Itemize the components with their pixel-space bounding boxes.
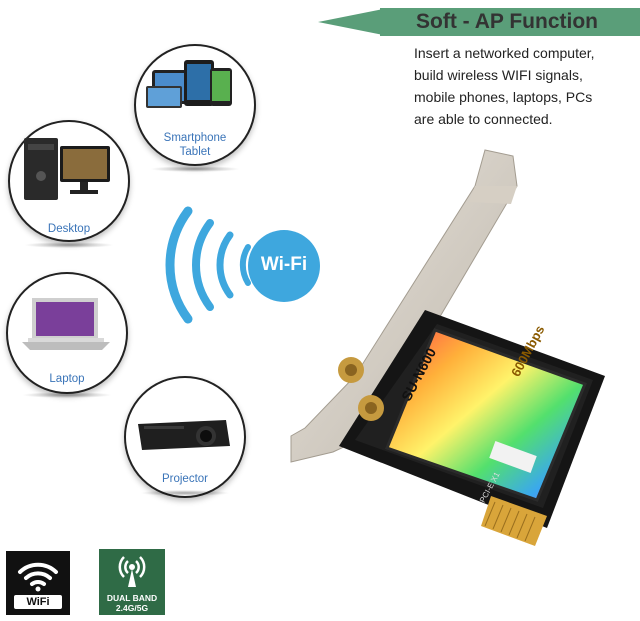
device-label: Desktop [47, 223, 91, 235]
laptop-icon [22, 298, 110, 350]
wifi-bubble [248, 230, 320, 302]
description-line: build wireless WIFI signals, [414, 67, 583, 83]
device-label: Smartphone [163, 132, 227, 144]
device-label: Projector [161, 473, 209, 485]
phone-tablet-icon [146, 60, 232, 108]
pcie-wifi-card [290, 149, 605, 546]
wifi-icon [18, 562, 58, 592]
description-line: Insert a networked computer, [414, 45, 595, 61]
shadow [24, 242, 114, 248]
dual-band-frequency: 2.4G/5G [115, 603, 149, 613]
wifi-badge-text: WiFi [14, 595, 62, 609]
shadow [140, 490, 230, 496]
device-label: Laptop [49, 373, 85, 385]
description-line: are able to connected. [414, 111, 553, 127]
header-banner [318, 6, 640, 38]
projector-icon [138, 420, 230, 450]
device-label: Tablet [179, 146, 211, 158]
dual-band-text: DUAL BAND [106, 593, 158, 603]
header-title: Soft - AP Function [416, 10, 598, 33]
shadow [150, 166, 240, 172]
wifi-waves-icon [165, 206, 251, 324]
description-line: mobile phones, laptops, PCs [414, 89, 593, 105]
antenna-signal-icon [118, 556, 146, 587]
wifi-bubble-text: Wi-Fi [260, 254, 308, 275]
desktop-icon [24, 138, 110, 200]
shadow [22, 392, 112, 398]
